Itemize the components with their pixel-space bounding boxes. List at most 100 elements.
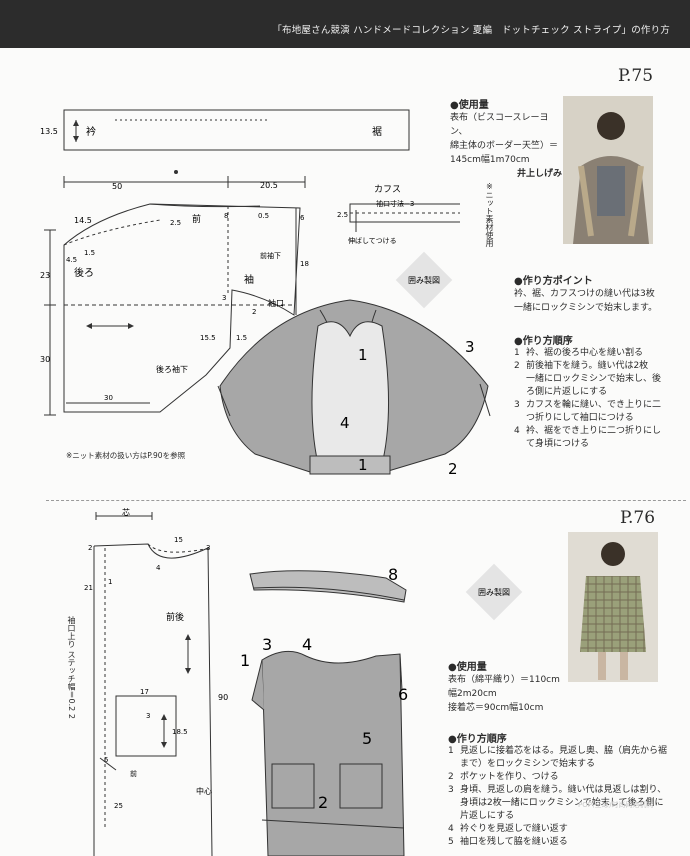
diagram-badge-76: 囲み製図 <box>465 563 523 621</box>
model-photo-76-figure <box>580 542 646 680</box>
materials-75-heading: ●使用量 <box>450 100 489 111</box>
sketch-number-1: 1 <box>240 651 250 670</box>
dress-sketch: 8 1 3 4 6 5 2 <box>240 565 408 856</box>
dim-8: 8 <box>224 212 228 220</box>
sketch-number-1: 1 <box>358 346 368 364</box>
diagram-badge-75-label: 囲み製図 <box>408 275 440 285</box>
cuff-title: カフス <box>374 184 401 195</box>
header-bar: 「布地屋さん競演 ハンドメードコレクション 夏編 ドットチェック ストライプ」の… <box>0 0 690 48</box>
materials-76: ●使用量 表布（綿平織り）＝110cm 幅2m20cm 接着芯＝90cm幅10c… <box>448 658 568 715</box>
materials-76-heading: ●使用量 <box>448 662 487 673</box>
dim-3b: 3 <box>146 712 150 720</box>
points-line: 一緒にロックミシンで始末します。 <box>514 303 658 313</box>
dim-2b: 2 <box>67 713 76 719</box>
front-underarm-label: 前袖下 <box>260 251 281 260</box>
order-75-step-cont: て身頃につける <box>526 439 590 449</box>
dim-2a: 2 <box>88 544 92 552</box>
pattern-draft-76: 芯 15 3 2 4 21 1 前後 90 17 3 18.5 5 前 25 中… <box>84 508 228 856</box>
watermark: POP(全球)时尚网络机构 <box>578 801 654 809</box>
materials-75-line: 綿主体のボーダー天竺）＝ <box>450 141 559 151</box>
front-small-label: 前 <box>130 769 137 778</box>
header-title: 「布地屋さん競演 ハンドメードコレクション 夏編 ドットチェック ストライプ」の… <box>272 25 670 36</box>
order-76-step-cont: まで）をロックミシンで始末する <box>460 759 596 769</box>
dim-14-5: 14.5 <box>74 216 92 225</box>
model-photo-75 <box>563 96 653 244</box>
front-back-label: 前後 <box>166 611 184 623</box>
sketch-number-3: 3 <box>465 338 475 356</box>
dim-15-5: 15.5 <box>200 334 216 342</box>
dim-21: 21 <box>84 584 93 592</box>
sketch-number-3: 3 <box>262 635 272 654</box>
cuff-2-5: 2.5 <box>337 211 348 219</box>
sketch-number-1b: 1 <box>358 456 368 474</box>
materials-75-line: 145cm幅1m70cm <box>450 155 530 165</box>
sketch-number-4: 4 <box>302 635 312 654</box>
author-name: 井上しげみ <box>516 169 562 179</box>
page-number-76: P.76 <box>620 508 656 528</box>
diagram-badge-75: 囲み製図 <box>395 251 453 309</box>
materials-75-line: 表布（ビスコースレーヨン、 <box>450 113 549 137</box>
dim-4-5: 4.5 <box>66 256 77 264</box>
sleeve-label: 袖 <box>244 273 254 286</box>
center-label: 中心 <box>196 786 212 796</box>
dim-18-5: 18.5 <box>172 728 188 736</box>
stitch-width-label: ステッチ幅＝0.2 <box>67 650 76 712</box>
order-75-step-cont: 一緒にロックミシンで始末し、後 <box>526 374 662 384</box>
sleeve-finish-label: 袖口上り <box>67 616 76 648</box>
dim-18: 18 <box>300 260 309 268</box>
dim-0-5: 0.5 <box>258 212 269 220</box>
cardigan-sketch: 1 2 3 4 1 <box>217 299 491 478</box>
sketch-number-4: 4 <box>340 414 350 432</box>
hem-label: 裾 <box>372 125 382 138</box>
front-label: 前 <box>192 213 201 225</box>
back-label: 後ろ <box>74 266 94 279</box>
model-photo-75-figure <box>573 112 649 244</box>
dim-5: 5 <box>104 756 108 764</box>
knit-note-vertical: ※ニット素材使用 <box>485 182 494 247</box>
dim-90: 90 <box>218 693 228 702</box>
page-number-75: P.75 <box>618 66 654 86</box>
sketch-number-6: 6 <box>398 685 408 704</box>
order-75-step-cont: ろ側に片返しにする <box>526 387 608 397</box>
dim-30b: 30 <box>104 394 113 402</box>
back-underarm-label: 後ろ袖下 <box>156 364 188 374</box>
dim-2: 2 <box>252 308 256 316</box>
materials-76-line: 接着芯＝90cm幅10cm <box>448 703 544 713</box>
dim-1-5: 1.5 <box>84 249 95 257</box>
cuff-opening-label: 袖口 <box>268 298 284 308</box>
dim-1-5b: 1.5 <box>236 334 247 342</box>
dim-4: 4 <box>156 564 161 572</box>
dim-30: 30 <box>40 355 50 364</box>
dim-20-5: 20.5 <box>260 181 278 190</box>
dim-50: 50 <box>112 182 122 191</box>
order-76-step-cont: 身頃は2枚一緒にロックミシンで始末して後ろ側に <box>460 798 664 808</box>
materials-76-line: 幅2m20cm <box>448 689 497 699</box>
points-line: 衿、裾、カフスつけの縫い代は3枚 <box>514 289 655 299</box>
order-76-step-cont: 片返しにする <box>460 811 515 821</box>
materials-75: ●使用量 表布（ビスコースレーヨン、 綿主体のボーダー天竺）＝ 145cm幅1m… <box>450 96 562 181</box>
band-height-label: 13.5 <box>40 127 58 136</box>
points-75: ●作り方ポイント 衿、裾、カフスつけの縫い代は3枚 一緒にロックミシンで始末しま… <box>514 272 684 315</box>
collar-label: 衿 <box>86 125 96 138</box>
dim-25: 25 <box>114 802 123 810</box>
dim-15: 15 <box>174 536 183 544</box>
dim-23: 23 <box>40 271 50 280</box>
cuff-measure: 袖口寸法−3 <box>376 199 414 208</box>
dim-2-5: 2.5 <box>170 219 181 227</box>
collar-hem-band <box>63 109 410 151</box>
diagram-badge-76-label: 囲み製図 <box>478 587 510 597</box>
sketch-number-2: 2 <box>318 793 328 812</box>
points-heading: ●作り方ポイント <box>514 276 593 287</box>
model-photo-76 <box>568 532 658 682</box>
materials-76-line: 表布（綿平織り）＝110cm <box>448 675 560 685</box>
dim-3a: 3 <box>206 544 210 552</box>
